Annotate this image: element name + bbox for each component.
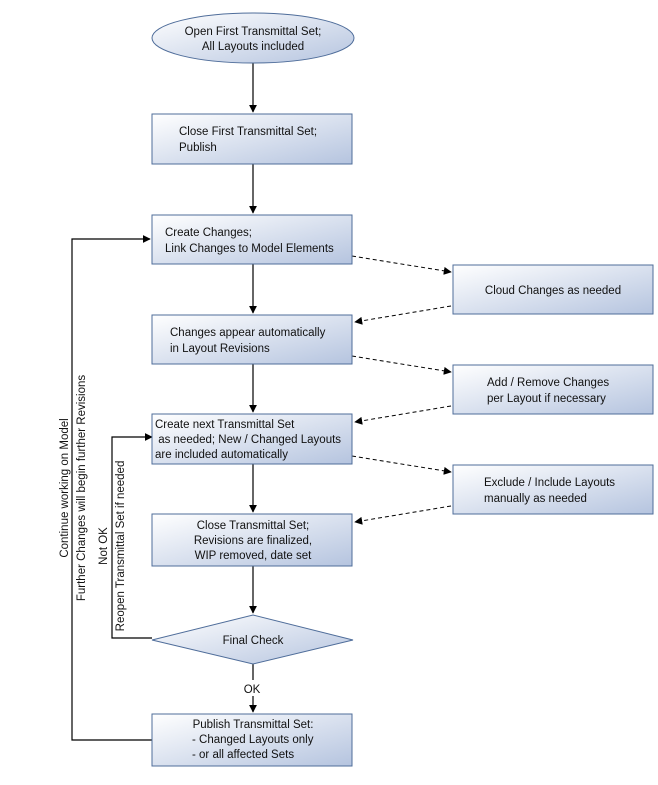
edge-label-not-ok-line-1: Not OK <box>98 527 110 565</box>
node-changes-appear-line-1: Changes appear automatically <box>170 327 326 339</box>
node-add-remove: Add / Remove Changes per Layout if neces… <box>452 364 654 415</box>
node-changes-appear: Changes appear automatically in Layout R… <box>151 314 353 365</box>
node-close-first: Close First Transmittal Set; Publish <box>151 113 353 165</box>
node-exclude-include-line-1: Exclude / Include Layouts <box>484 477 615 489</box>
edge-addremove-to-next <box>354 405 452 425</box>
node-close-first-line-2: Publish <box>179 142 217 154</box>
edge-label-continue-line-2: Further Changes will begin further Revis… <box>76 375 88 602</box>
node-publish-set-line-2: - Changed Layouts only <box>192 734 314 746</box>
edge-label-continue: Continue working on Model Further Change… <box>59 375 88 602</box>
node-changes-appear-line-2: in Layout Revisions <box>170 343 270 355</box>
node-publish-set-line-3: - or all affected Sets <box>192 749 294 761</box>
main-flow-edges <box>71 63 257 741</box>
node-close-set-line-3: WIP removed, date set <box>195 550 313 562</box>
edge-next-to-exclude <box>351 455 452 475</box>
node-close-set-line-2: Revisions are finalized, <box>194 535 312 547</box>
side-flow-edges <box>351 255 452 525</box>
edge-label-not-ok: Not OK Reopen Transmittal Set if needed <box>98 461 127 632</box>
edge-continue-loop <box>71 235 152 741</box>
edge-cloud-to-appear <box>354 305 452 325</box>
edge-not-ok-loop <box>111 433 153 639</box>
node-publish-set-line-1: Publish Transmittal Set: <box>193 719 314 731</box>
node-close-set-line-1: Close Transmittal Set; <box>197 520 309 532</box>
node-create-next-line-1: Create next Transmittal Set <box>155 419 295 431</box>
node-create-changes-line-2: Link Changes to Model Elements <box>165 243 334 255</box>
node-create-changes-line-1: Create Changes; <box>165 227 252 239</box>
node-final-check-label: Final Check <box>223 635 284 647</box>
node-open-first-line-2: All Layouts included <box>202 41 304 53</box>
node-cloud-changes-label: Cloud Changes as needed <box>485 285 621 297</box>
node-close-set: Close Transmittal Set; Revisions are fin… <box>151 513 353 567</box>
edge-label-ok: OK <box>240 680 264 696</box>
node-exclude-include-line-2: manually as needed <box>484 493 587 505</box>
edge-label-ok-text: OK <box>244 684 261 696</box>
node-create-next-line-3: are included automatically <box>155 449 288 461</box>
node-add-remove-line-1: Add / Remove Changes <box>487 377 609 389</box>
edge-label-continue-line-1: Continue working on Model <box>59 418 71 557</box>
node-final-check: Final Check <box>151 614 354 665</box>
node-add-remove-line-2: per Layout if necessary <box>487 393 606 405</box>
edge-appear-to-addremove <box>351 355 452 375</box>
node-close-first-line-1: Close First Transmittal Set; <box>179 126 317 138</box>
edge-label-not-ok-line-2: Reopen Transmittal Set if needed <box>115 461 127 632</box>
node-create-next: Create next Transmittal Set as needed; N… <box>151 413 353 465</box>
edge-create-to-cloud <box>351 255 452 275</box>
node-exclude-include: Exclude / Include Layouts manually as ne… <box>452 464 654 515</box>
node-create-next-line-2: as needed; New / Changed Layouts <box>155 434 341 446</box>
node-create-changes: Create Changes; Link Changes to Model El… <box>151 214 353 265</box>
node-open-first: Open First Transmittal Set; All Layouts … <box>151 12 355 64</box>
node-publish-set: Publish Transmittal Set: - Changed Layou… <box>151 713 353 767</box>
node-open-first-line-1: Open First Transmittal Set; <box>185 26 322 38</box>
node-cloud-changes: Cloud Changes as needed <box>452 264 654 315</box>
edge-exclude-to-close <box>354 505 452 525</box>
